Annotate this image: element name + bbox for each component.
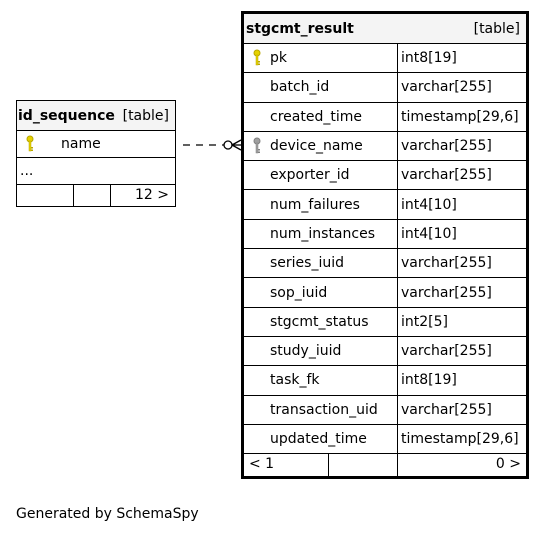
- column-name-cell: num_instances: [244, 219, 398, 249]
- column-name: stgcmt_status: [270, 313, 369, 330]
- column-name-cell: task_fk: [244, 366, 398, 395]
- column-row-num-instances[interactable]: num_instances int4[10]: [244, 219, 526, 250]
- column-type: int4[10]: [401, 225, 457, 242]
- column-row-device-name[interactable]: device_name varchar[255]: [244, 131, 526, 162]
- column-name: updated_time: [270, 431, 367, 447]
- column-type: int8[19]: [401, 372, 457, 389]
- column-name-cell: stgcmt_status: [244, 307, 398, 336]
- column-type: varchar[255]: [401, 401, 492, 418]
- table-title[interactable]: stgcmt_result: [246, 20, 354, 37]
- column-row-num-failures[interactable]: num_failures int4[10]: [244, 190, 526, 220]
- column-row-study-iuid[interactable]: study_iuid varchar[255]: [244, 336, 526, 367]
- column-name: name: [61, 136, 101, 152]
- column-list: pk int8[19] batch_id varchar[255] created_ti…: [244, 44, 526, 455]
- column-type: timestamp[29,6]: [401, 108, 519, 125]
- column-name-cell: num_failures: [244, 190, 398, 219]
- column-name-cell: batch_id: [244, 73, 398, 102]
- column-row-batch-id[interactable]: batch_id varchar[255]: [244, 73, 526, 103]
- column-name: device_name: [270, 138, 363, 155]
- table-kind: [table]: [473, 20, 520, 37]
- foreign-key-icon: [253, 137, 261, 154]
- column-type: varchar[255]: [401, 284, 492, 301]
- column-name: num_failures: [270, 196, 360, 213]
- column-name-cell: created_time: [244, 102, 398, 131]
- primary-key-icon: [26, 135, 34, 152]
- column-name-cell: updated_time: [244, 424, 398, 454]
- column-name: transaction_uid: [270, 401, 378, 418]
- table-kind: [table]: [122, 107, 169, 124]
- column-type: timestamp[29,6]: [401, 431, 519, 447]
- column-row-task-fk[interactable]: task_fk int8[19]: [244, 366, 526, 396]
- column-row-sop-iuid[interactable]: sop_iuid varchar[255]: [244, 278, 526, 308]
- column-name: series_iuid: [270, 255, 344, 272]
- column-name-cell: transaction_uid: [244, 395, 398, 424]
- footer-spacer: [329, 454, 398, 477]
- column-type: varchar[255]: [401, 138, 492, 155]
- column-row-stgcmt-status[interactable]: stgcmt_status int2[5]: [244, 307, 526, 337]
- table-header[interactable]: id_sequence [table]: [17, 101, 175, 131]
- column-row-updated-time[interactable]: updated_time timestamp[29,6]: [244, 424, 526, 455]
- column-type: int8[19]: [401, 50, 457, 67]
- column-name: pk: [270, 50, 287, 67]
- column-name: study_iuid: [270, 343, 342, 360]
- parents-count: [17, 185, 74, 206]
- column-type: varchar[255]: [401, 255, 492, 272]
- column-name: num_instances: [270, 225, 375, 242]
- table-stgcmt-result[interactable]: stgcmt_result [table] pk int8[19] batch_id…: [241, 11, 529, 480]
- column-row-transaction-uid[interactable]: transaction_uid varchar[255]: [244, 395, 526, 425]
- column-row-pk[interactable]: pk int8[19]: [244, 44, 526, 74]
- column-name: created_time: [270, 108, 362, 125]
- more-columns-indicator: ...: [17, 158, 175, 185]
- column-name: exporter_id: [270, 167, 350, 184]
- column-type: int2[5]: [401, 313, 448, 330]
- relationship-crowfoot-top: [231, 139, 242, 146]
- column-name-cell: exporter_id: [244, 161, 398, 190]
- column-type: varchar[255]: [401, 167, 492, 184]
- table-footer: < 1 0 >: [244, 454, 526, 477]
- table-header[interactable]: stgcmt_result [table]: [244, 14, 526, 44]
- table-title[interactable]: id_sequence: [18, 107, 115, 124]
- column-row-exporter-id[interactable]: exporter_id varchar[255]: [244, 161, 526, 191]
- column-name-cell: sop_iuid: [244, 278, 398, 307]
- column-name: task_fk: [270, 372, 320, 389]
- children-count: 0 >: [495, 456, 521, 473]
- column-name-cell: study_iuid: [244, 336, 398, 366]
- children-placeholder: [74, 185, 111, 206]
- column-type: varchar[255]: [401, 79, 492, 96]
- column-name-cell: series_iuid: [244, 249, 398, 278]
- generated-by-note: Generated by SchemaSpy: [16, 506, 199, 522]
- relationship-crowfoot-bottom: [231, 144, 242, 151]
- column-type: int4[10]: [401, 196, 457, 213]
- parents-count[interactable]: < 1: [244, 454, 329, 477]
- table-footer: 12 >: [17, 185, 175, 206]
- column-row-series-iuid[interactable]: series_iuid varchar[255]: [244, 249, 526, 279]
- relationship-zero-marker: [223, 140, 233, 150]
- table-id-sequence[interactable]: id_sequence [table] name ... 12 >: [16, 100, 176, 207]
- column-name-cell: pk: [244, 44, 398, 73]
- column-row-created-time[interactable]: created_time timestamp[29,6]: [244, 102, 526, 132]
- primary-key-icon: [253, 49, 261, 66]
- column-row-name[interactable]: name: [17, 131, 175, 158]
- column-name: sop_iuid: [270, 284, 328, 301]
- column-type: varchar[255]: [401, 343, 492, 360]
- column-name-cell: device_name: [244, 131, 398, 161]
- children-count[interactable]: 12 >: [135, 187, 169, 203]
- column-name: batch_id: [270, 79, 330, 96]
